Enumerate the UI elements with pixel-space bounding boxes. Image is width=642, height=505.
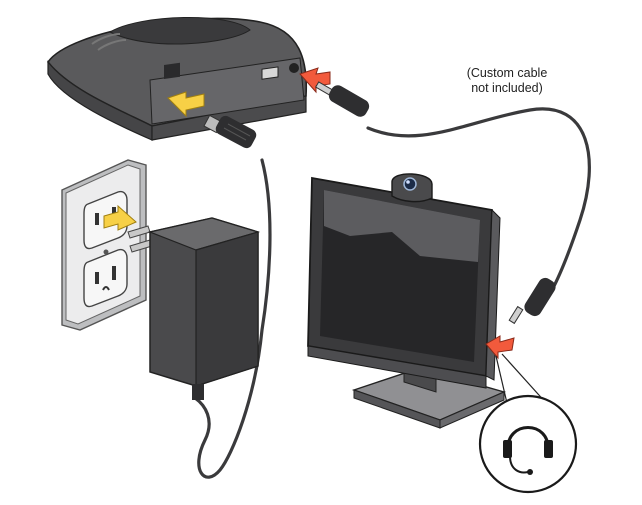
wall-outlet [61,159,147,331]
webcam [391,173,433,203]
cable-note-line2: not included) [471,81,543,95]
headset-icon [478,394,578,494]
audio-plug-speaker-end [315,81,370,117]
audio-plug-monitor-end [508,277,556,325]
outlet-arrow [103,204,137,231]
computer-monitor [307,176,507,429]
power-cable [193,158,272,479]
power-plug [203,114,257,149]
audio-cable [366,107,591,292]
power-port-arrow [167,91,205,118]
cable-note: (Custom cable not included) [452,66,562,96]
ac-power-adapter [127,217,261,400]
audio-port-arrow [299,67,331,94]
speakerphone-device [47,16,308,141]
monitor-port-arrow [485,335,515,360]
cable-note-line1: (Custom cable [466,66,548,80]
